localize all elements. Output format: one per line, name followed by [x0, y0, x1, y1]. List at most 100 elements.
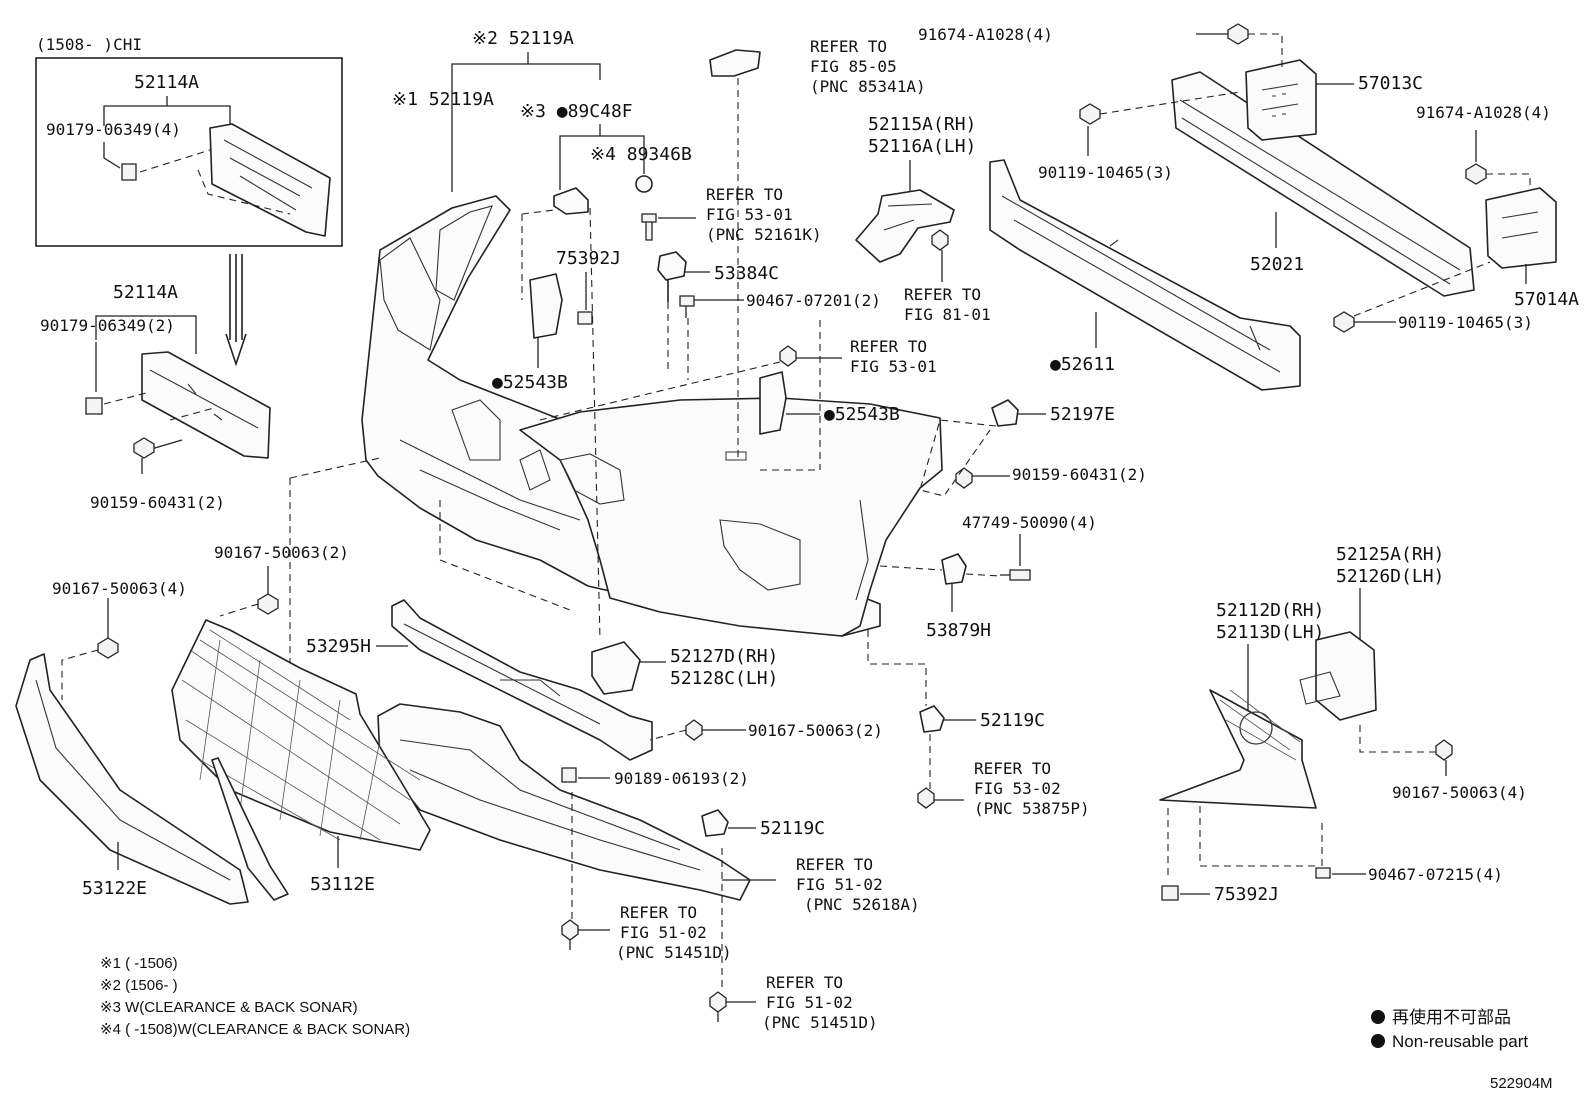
legend-dot-icon [1371, 1010, 1385, 1024]
label-52128C: 52128C(LH) [670, 668, 778, 689]
label-90467-07215: 90467-07215(4) [1368, 865, 1503, 884]
refer-81-01: REFER TO FIG 81-01 [904, 285, 991, 324]
label-53295H: 53295H [306, 636, 371, 657]
label-52543B-a: ●52543B [492, 372, 568, 393]
label-52127D: 52127D(RH) [670, 646, 778, 667]
bumper-cover [361, 195, 943, 637]
svg-text:REFER TO: REFER TO [706, 185, 783, 204]
bolt-53-01 [779, 345, 797, 367]
inset-box: (1508- )CHI 52114A 90179-06349(4) [35, 35, 343, 247]
clip-75392J-b [1161, 885, 1179, 901]
sonar-sensor [553, 187, 589, 215]
reinforcement-group: 52021 57013C 57014A 91674-A1028(4) 91674… [918, 23, 1579, 333]
label-47749: 47749-50090(4) [962, 513, 1097, 532]
label-52116A: 52116A(LH) [868, 136, 976, 157]
label-53384C: 53384C [714, 263, 779, 284]
retainer-52197E [991, 399, 1019, 427]
svg-text:(PNC 85341A): (PNC 85341A) [810, 77, 926, 96]
label-90119-b: 90119-10465(3) [1398, 313, 1533, 332]
bolt-53-02 [917, 787, 935, 809]
label-90167-a: 90167-50063(2) [214, 543, 349, 562]
bolt-81-01 [931, 229, 949, 251]
svg-text:FIG 53-01: FIG 53-01 [706, 205, 793, 224]
label-91674-a: 91674-A1028(4) [918, 25, 1053, 44]
retainer-53384C [657, 251, 687, 302]
label-90167-b: 90167-50063(4) [52, 579, 187, 598]
svg-text:(PNC 52161K): (PNC 52161K) [706, 225, 822, 244]
cover-52127D [591, 641, 641, 695]
note-2: ※2 (1506- ) [100, 977, 178, 994]
sonar-ring [635, 175, 653, 193]
bolt-90119-b [1333, 311, 1355, 333]
screw-47749 [1000, 569, 1031, 581]
grille-53112E [171, 619, 431, 851]
svg-text:FIG 53-02: FIG 53-02 [974, 779, 1061, 798]
label-52119C-a: 52119C [980, 710, 1045, 731]
bolt-51-02-a [561, 919, 579, 950]
label-90167-m: 90167-50063(2) [748, 721, 883, 740]
svg-text:(PNC 53875P): (PNC 53875P) [974, 799, 1090, 818]
label-53112E: 53112E [310, 874, 375, 895]
svg-text:FIG 53-01: FIG 53-01 [850, 357, 937, 376]
label-90159-b: 90159-60431(2) [1012, 465, 1147, 484]
absorber-group: ●52611 [989, 159, 1301, 391]
plate-part-label: 52114A [113, 282, 178, 303]
label-52119A-1: ※1 52119A [392, 89, 494, 110]
label-57013C: 57013C [1358, 73, 1423, 94]
bolt-90167-m [685, 719, 703, 741]
svg-text:FIG 85-05: FIG 85-05 [810, 57, 897, 76]
svg-text:(PNC 51451D): (PNC 51451D) [762, 1013, 878, 1032]
svg-text:FIG 51-02: FIG 51-02 [620, 923, 707, 942]
bolt-90159-b [955, 467, 973, 489]
svg-text:FIG 81-01: FIG 81-01 [904, 305, 991, 324]
label-91674-b: 91674-A1028(4) [1416, 103, 1551, 122]
legend-dot-icon-en [1371, 1034, 1385, 1048]
inset-clip-label: 90179-06349(4) [46, 120, 181, 139]
refer-53-01-b: REFER TO FIG 53-01 [850, 337, 937, 376]
bolt-91674-a [1227, 23, 1249, 45]
svg-text:REFER TO: REFER TO [796, 855, 873, 874]
note-4: ※4 ( -1508)W(CLEARANCE & BACK SONAR) [100, 1021, 410, 1038]
clip-90467-07215 [1315, 867, 1331, 879]
svg-text:REFER TO: REFER TO [766, 973, 843, 992]
retainer-52119C-b [701, 809, 729, 837]
label-52611: ●52611 [1050, 354, 1115, 375]
note-1: ※1 ( -1506) [100, 955, 178, 972]
bolt-90167-r [1435, 739, 1453, 761]
undercover-group: 90189-06193(2) 52119C REFER TO FIG 51-02… [377, 703, 920, 1032]
retainer-53879H [941, 553, 967, 585]
label-52543B-b: ●52543B [824, 404, 900, 425]
label-52119A-2: ※2 52119A [472, 28, 574, 49]
clip-52161K [641, 213, 657, 241]
label-89346B: ※4 89346B [590, 144, 692, 165]
bolt-91674-b [1465, 163, 1487, 185]
plate-clip-label: 90179-06349(2) [40, 316, 175, 335]
plate-clip-icon [85, 397, 103, 415]
label-90119-a: 90119-10465(3) [1038, 163, 1173, 182]
refer-51-02-a: REFER TO FIG 51-02 (PNC 52618A) [796, 855, 920, 914]
label-53122E: 53122E [82, 878, 147, 899]
lower-molding-53122E [15, 653, 249, 905]
refer-53-01-a: REFER TO FIG 53-01 (PNC 52161K) [706, 185, 822, 244]
label-90189: 90189-06193(2) [614, 769, 749, 788]
pad-52543B-a [529, 273, 563, 339]
refer-85-05: REFER TO FIG 85-05 (PNC 85341A) [810, 37, 926, 96]
svg-text:REFER TO: REFER TO [810, 37, 887, 56]
inset-clip-icon [121, 163, 137, 181]
washer-cover [709, 49, 761, 77]
grille-trim [211, 757, 289, 901]
legend-jp: 再使用不可部品 [1392, 1007, 1511, 1027]
label-89C48F: ※3 ●89C48F [520, 101, 633, 122]
svg-text:REFER TO: REFER TO [620, 903, 697, 922]
bracket-57013C [1245, 59, 1317, 141]
plate-bracket [141, 351, 271, 459]
refer-53-02: REFER TO FIG 53-02 (PNC 53875P) [974, 759, 1090, 818]
svg-text:REFER TO: REFER TO [904, 285, 981, 304]
side-bracket [855, 189, 955, 263]
grille-group: 90167-50063(2) 53112E 90167-50063(4) 531… [15, 543, 431, 905]
bolt-90167-a [257, 593, 279, 615]
svg-text:FIG 51-02: FIG 51-02 [796, 875, 883, 894]
label-75392J-b: 75392J [1214, 884, 1279, 905]
note-3: ※3 W(CLEARANCE & BACK SONAR) [100, 999, 358, 1016]
